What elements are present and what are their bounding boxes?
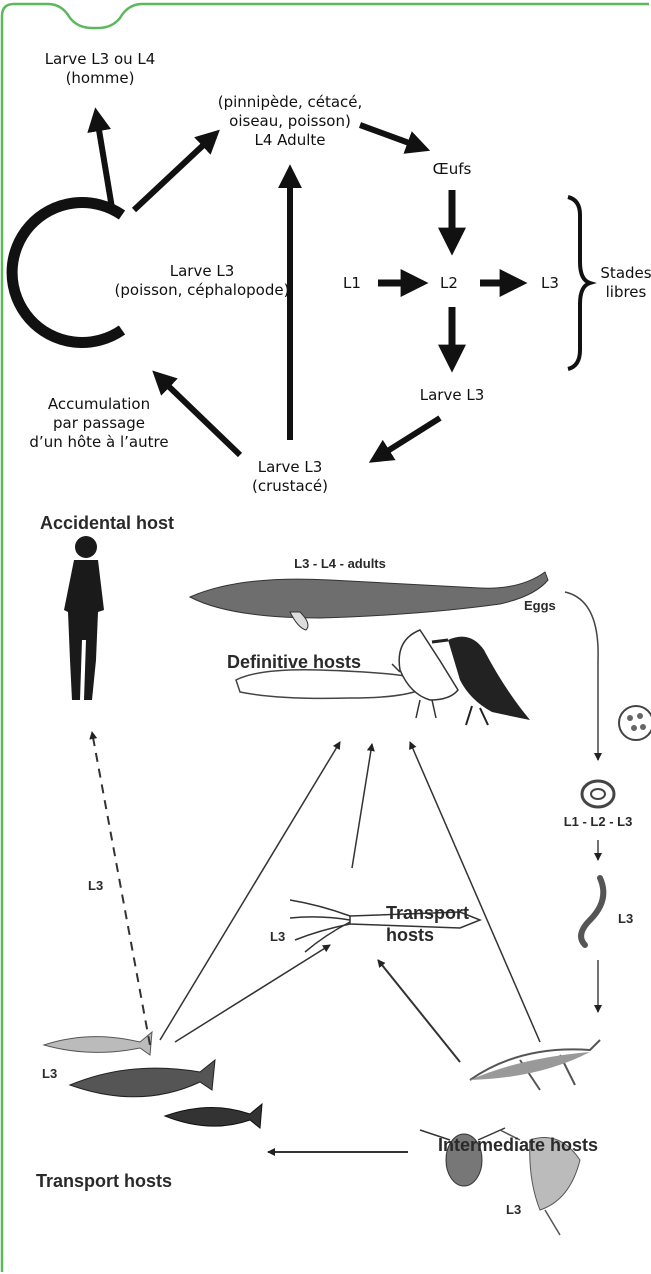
l3-fish-label: L3 xyxy=(42,1066,57,1082)
l3-l4-adults-label: L3 - L4 - adults xyxy=(294,556,386,572)
l1-l2-l3-label: L1 - L2 - L3 xyxy=(564,814,633,830)
intermediate-hosts-label: Intermediate hosts xyxy=(438,1134,598,1156)
transport-hosts-squid-label: Transport hosts xyxy=(386,902,469,946)
worm-larva-icon xyxy=(581,878,603,945)
transport-hosts-fish-label: Transport hosts xyxy=(36,1170,172,1192)
egg-icon xyxy=(619,706,651,740)
mackerel-icon xyxy=(165,1104,262,1128)
label-line: Transport xyxy=(386,902,469,924)
human-silhouette-icon xyxy=(64,536,104,700)
l3-squid-label: L3 xyxy=(270,929,285,945)
larva-ring-icon xyxy=(582,781,614,807)
l3-shrimp-label: L3 xyxy=(506,1202,521,1218)
bird-icon xyxy=(392,630,458,718)
l3-worm-label: L3 xyxy=(618,911,633,927)
accidental-host-label: Accidental host xyxy=(40,512,174,534)
fish-icon xyxy=(44,1032,152,1055)
seal-icon xyxy=(236,670,420,699)
whale-icon xyxy=(190,572,548,630)
l3-dashed-label: L3 xyxy=(88,878,103,894)
eggs-en-label: Eggs xyxy=(524,598,556,614)
label-line: hosts xyxy=(386,924,469,946)
krill-icon xyxy=(470,1040,600,1090)
cod-icon xyxy=(70,1060,215,1097)
definitive-hosts-en-label: Definitive hosts xyxy=(227,651,361,673)
